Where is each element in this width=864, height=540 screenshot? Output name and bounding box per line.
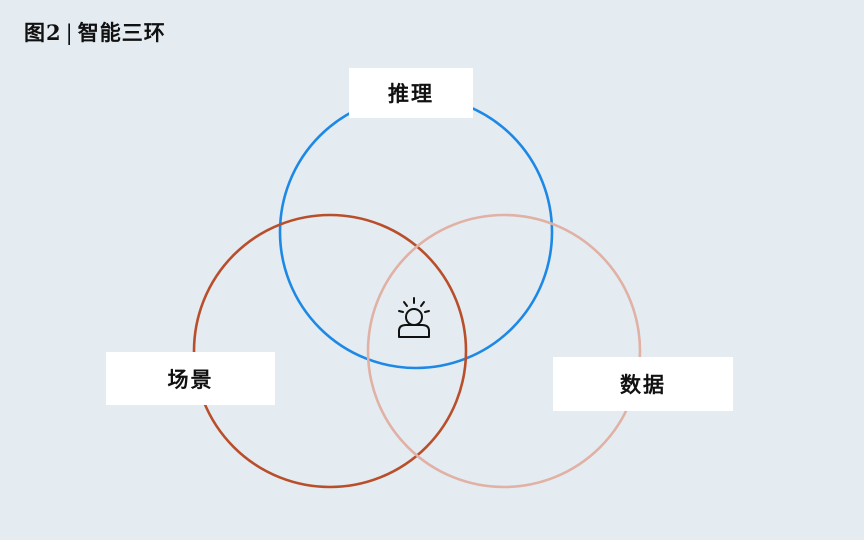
figure-number: 图2 xyxy=(24,20,62,45)
label-reasoning: 推理 xyxy=(349,68,473,118)
label-data: 数据 xyxy=(553,357,733,411)
label-data-text: 数据 xyxy=(620,372,666,397)
circle-reasoning xyxy=(278,94,554,370)
label-scenario: 场景 xyxy=(106,352,275,405)
figure-title: 图2|智能三环 xyxy=(24,17,166,47)
figure-title-text: 智能三环 xyxy=(77,20,166,45)
label-reasoning-text: 推理 xyxy=(388,81,434,106)
circle-scenario xyxy=(192,213,468,489)
person-idea-icon xyxy=(398,297,430,338)
circle-data xyxy=(366,213,642,489)
title-separator: | xyxy=(65,21,74,45)
label-scenario-text: 场景 xyxy=(167,366,214,392)
